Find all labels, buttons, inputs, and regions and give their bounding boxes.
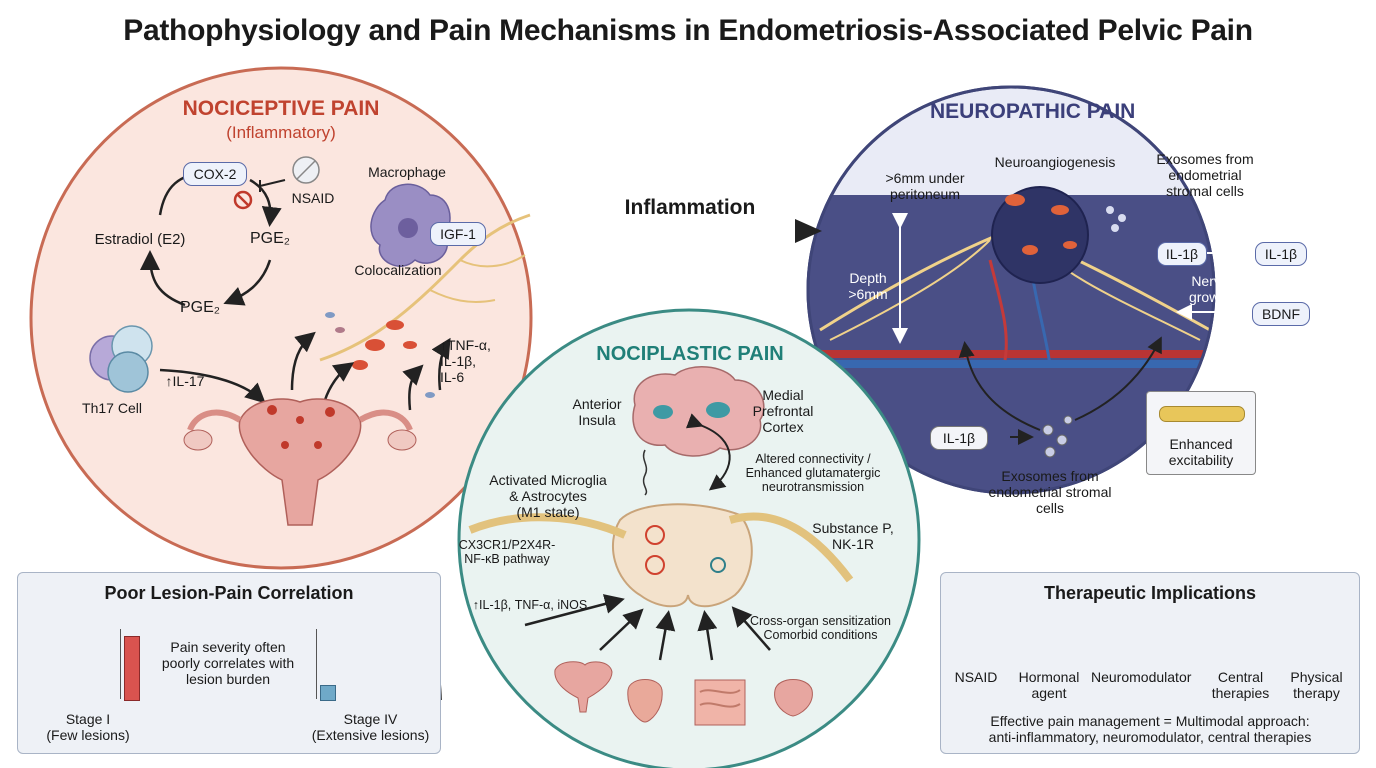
therapy-summary: Effective pain management = Multimodal a… bbox=[988, 713, 1312, 745]
nociceptive-subheading: (Inflammatory) bbox=[226, 123, 336, 142]
nociplastic-heading: NOCIPLASTIC PAIN bbox=[596, 343, 784, 365]
spinal-cord-icon bbox=[468, 503, 854, 608]
correlation-title: Poor Lesion-Pain Correlation bbox=[104, 583, 354, 603]
bladder-icon bbox=[627, 679, 663, 723]
colocalization-label: Colocalization bbox=[354, 262, 442, 278]
pge2-bottom-label: PGE₂ bbox=[180, 299, 220, 316]
stage1-label: Stage I(Few lesions) bbox=[46, 711, 130, 743]
stage4-pain-bar bbox=[320, 685, 336, 701]
page-title: Pathophysiology and Pain Mechanisms in E… bbox=[123, 14, 1253, 47]
therapy-neuromodulator-label: Neuromodulator bbox=[1091, 669, 1192, 685]
il17-label: ↑IL-17 bbox=[165, 373, 205, 389]
therapy-nsaid-label: NSAID bbox=[954, 669, 998, 685]
uterus-small-icon bbox=[554, 661, 613, 713]
correlation-panel: Poor Lesion-Pain Correlation Pain severi… bbox=[17, 572, 441, 754]
uterus-icon bbox=[183, 398, 417, 526]
pge2-top-label: PGE₂ bbox=[250, 230, 290, 247]
nsaid-label: NSAID bbox=[291, 190, 335, 206]
nociceptive-circle bbox=[29, 66, 533, 570]
stage1-axis bbox=[120, 629, 121, 699]
stage4-axis bbox=[316, 629, 317, 699]
markers-label: ↑IL-1β, TNF-α, iNOS bbox=[472, 598, 588, 612]
il1b-b-label: IL-1β bbox=[1255, 242, 1307, 266]
igf1-label: IGF-1 bbox=[430, 222, 486, 246]
il1b-a-label: IL-1β bbox=[1157, 242, 1207, 266]
il1b-c-label: IL-1β bbox=[930, 426, 988, 450]
neuroangiogenesis-label: Neuroangiogenesis bbox=[994, 154, 1116, 170]
stage1-pain-bar bbox=[124, 636, 140, 701]
neuropathic-heading: NEUROPATHIC PAIN bbox=[930, 100, 1136, 123]
inflammation-label: Inflammation bbox=[624, 196, 756, 219]
substance-p-label: Substance P,NK-1R bbox=[812, 520, 894, 552]
intestine-icon bbox=[694, 679, 746, 726]
stage4-label: Stage IV(Extensive lesions) bbox=[311, 711, 430, 743]
estradiol-label: Estradiol (E2) bbox=[94, 231, 186, 248]
cytokines-label: ↑TNF-α,IL-1β,IL-6 bbox=[440, 337, 491, 385]
no-sign-icon bbox=[233, 190, 253, 210]
prostate-bladder-icon bbox=[774, 679, 813, 717]
bdnf-label: BDNF bbox=[1252, 302, 1310, 326]
nociceptive-heading: NOCICEPTIVE PAIN bbox=[182, 97, 380, 120]
th17-label: Th17 Cell bbox=[82, 400, 142, 416]
cox2-label: COX-2 bbox=[183, 162, 247, 186]
macrophage-label: Macrophage bbox=[368, 164, 446, 180]
pathway-label: CX3CR1/P2X4R-NF-κB pathway bbox=[458, 538, 556, 566]
microglia-label: Activated Microglia& Astrocytes(M1 state… bbox=[489, 472, 607, 520]
therapeutic-title: Therapeutic Implications bbox=[1043, 583, 1257, 603]
altered-connectivity-label: Altered connectivity /Enhanced glutamate… bbox=[745, 452, 881, 494]
axon-icon bbox=[1159, 406, 1245, 422]
depth-label: Depth>6mm bbox=[848, 270, 888, 302]
